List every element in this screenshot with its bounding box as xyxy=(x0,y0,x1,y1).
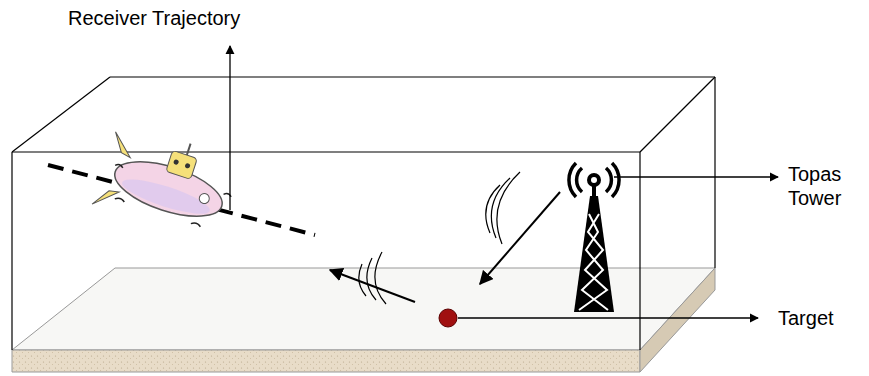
tower-bracing xyxy=(579,214,608,310)
leader-arrow xyxy=(458,317,758,318)
callout-label: Receiver Trajectory xyxy=(68,6,328,30)
antenna xyxy=(587,173,601,187)
antenna-waves xyxy=(569,163,619,197)
seabed-side xyxy=(640,268,715,372)
sound-waves xyxy=(359,252,386,304)
periscope xyxy=(187,144,191,155)
sound-waves xyxy=(486,172,520,244)
callout-label: Topas Tower xyxy=(788,162,866,210)
porthole xyxy=(198,192,211,205)
submarine-hull xyxy=(108,151,228,227)
submarine xyxy=(92,120,243,244)
tower-body xyxy=(574,196,614,312)
scatter-arrow xyxy=(330,270,415,302)
submarine-fin xyxy=(109,132,136,158)
antenna-core xyxy=(591,177,597,183)
box-edge xyxy=(12,151,640,152)
tower-mast xyxy=(592,186,596,198)
box-edge xyxy=(11,152,12,350)
box-edge xyxy=(12,77,110,152)
seabed-front xyxy=(12,350,640,372)
leader-arrow xyxy=(229,46,230,210)
porthole xyxy=(184,163,190,169)
box-edge xyxy=(640,77,715,152)
box-edge xyxy=(110,76,715,77)
leader-arrow xyxy=(614,176,778,177)
callout-label: Target xyxy=(778,306,866,330)
porthole xyxy=(173,159,179,165)
topas-tower xyxy=(569,163,619,312)
target-object xyxy=(439,309,457,327)
submarine-tower xyxy=(166,150,198,179)
water-ripple xyxy=(105,158,231,233)
box-edge xyxy=(639,152,640,350)
submarine-stripe xyxy=(119,173,213,220)
box-edge xyxy=(714,77,715,268)
water-volume xyxy=(12,77,715,350)
